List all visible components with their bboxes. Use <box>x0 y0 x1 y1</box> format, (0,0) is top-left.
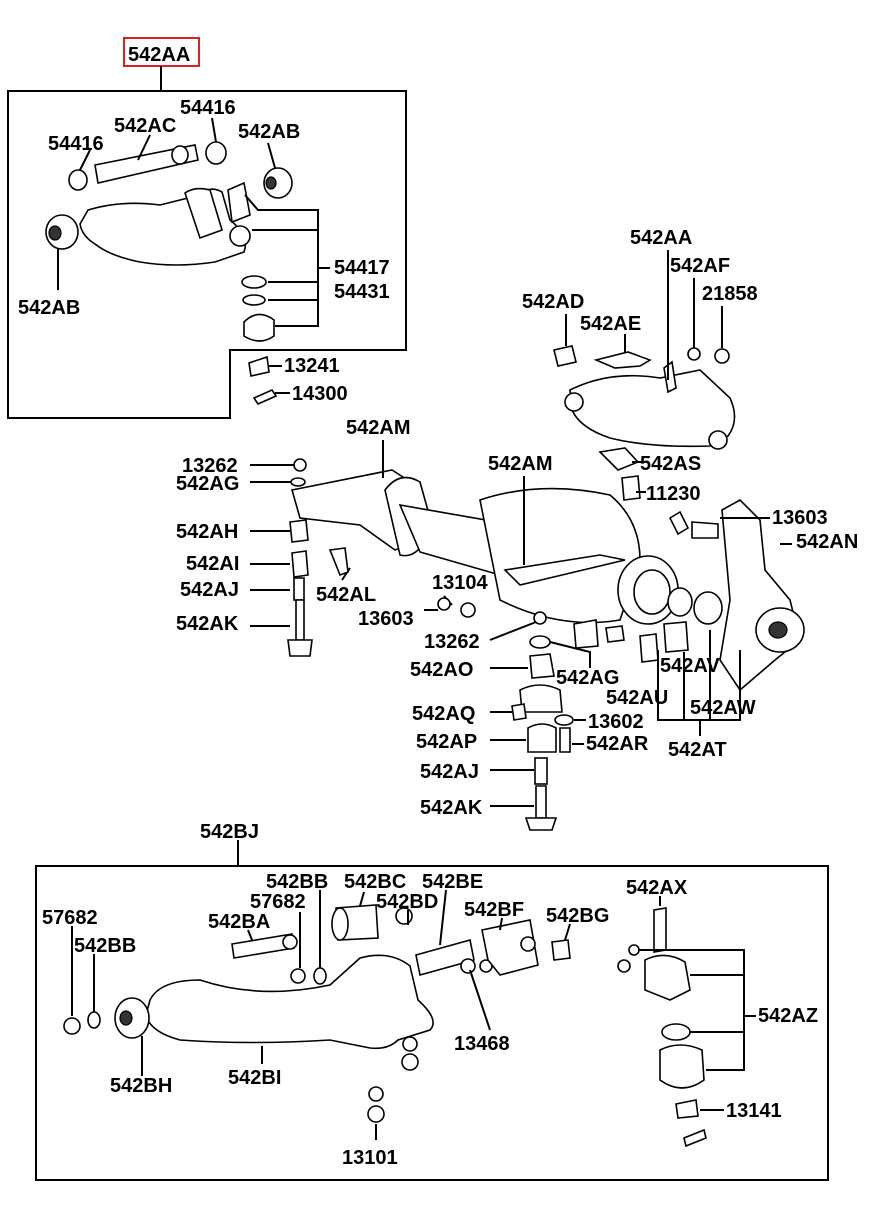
label-13603-left: 13603 <box>358 608 414 630</box>
label-542BG: 542BG <box>546 905 609 927</box>
title-label: 542AA <box>128 44 190 66</box>
label-542AH: 542AH <box>176 521 238 543</box>
label-542AJ-left: 542AJ <box>180 579 239 601</box>
label-542AC: 542AC <box>114 115 176 137</box>
label-542BH: 542BH <box>110 1075 172 1097</box>
label-542AM-center: 542AM <box>488 453 552 475</box>
label-542AM-left: 542AM <box>346 417 410 439</box>
label-542AG-center: 542AG <box>556 667 619 689</box>
label-13101: 13101 <box>342 1147 398 1169</box>
label-542AS: 542AS <box>640 453 701 475</box>
label-542AZ: 542AZ <box>758 1005 818 1027</box>
label-542AG-left: 542AG <box>176 473 239 495</box>
label-542BA: 542BA <box>208 911 270 933</box>
label-54417: 54417 <box>334 257 390 279</box>
lower-arm-group-box <box>35 865 829 1181</box>
label-542AE: 542AE <box>580 313 641 335</box>
label-542AB-left: 542AB <box>18 297 80 319</box>
upper-arm-installed <box>553 345 736 501</box>
label-542AB-top: 542AB <box>238 121 300 143</box>
label-57682-left: 57682 <box>42 907 98 929</box>
label-54431: 54431 <box>334 281 390 303</box>
lower-arm-assembly <box>63 904 707 1148</box>
label-542BF: 542BF <box>464 899 524 921</box>
label-13602: 13602 <box>588 711 644 733</box>
label-542AU: 542AU <box>606 687 668 709</box>
label-542AR: 542AR <box>586 733 649 755</box>
label-542BC: 542BC <box>344 871 406 893</box>
label-542AL: 542AL <box>316 584 376 606</box>
label-13468: 13468 <box>454 1033 510 1055</box>
label-542AW: 542AW <box>690 697 756 719</box>
label-542AD: 542AD <box>522 291 584 313</box>
label-14300: 14300 <box>292 383 348 405</box>
label-542AX: 542AX <box>626 877 688 899</box>
label-542AJ-center: 542AJ <box>420 761 479 783</box>
label-57682-top: 57682 <box>250 891 306 913</box>
label-542AV: 542AV <box>660 655 720 677</box>
label-542AF: 542AF <box>670 255 730 277</box>
label-542BB-left: 542BB <box>74 935 136 957</box>
label-11230: 11230 <box>646 483 701 505</box>
label-54416-right: 54416 <box>180 97 236 119</box>
label-542AT: 542AT <box>668 739 727 761</box>
label-13104: 13104 <box>432 572 488 594</box>
label-542BI: 542BI <box>228 1067 281 1089</box>
label-13141: 13141 <box>726 1100 782 1122</box>
label-21858: 21858 <box>702 283 758 305</box>
label-54416-left: 54416 <box>48 133 104 155</box>
label-542BJ: 542BJ <box>200 821 259 843</box>
label-542AO: 542AO <box>410 659 473 681</box>
label-13262-center: 13262 <box>424 631 480 653</box>
upper-arm-assembly <box>45 141 293 406</box>
label-542BE: 542BE <box>422 871 483 893</box>
label-13262-left: 13262 <box>182 455 238 477</box>
upper-arm-group-box <box>7 90 407 419</box>
label-542AA-right: 542AA <box>630 227 692 249</box>
label-542AP: 542AP <box>416 731 477 753</box>
label-13603-right: 13603 <box>772 507 828 529</box>
label-542AK-left: 542AK <box>176 613 239 635</box>
label-542AN: 542AN <box>796 531 858 553</box>
label-542BB-top: 542BB <box>266 871 328 893</box>
crossmember <box>290 469 805 692</box>
label-13241: 13241 <box>284 355 340 377</box>
label-542BD: 542BD <box>376 891 438 913</box>
label-542AI: 542AI <box>186 553 239 575</box>
label-542AQ: 542AQ <box>412 703 475 725</box>
label-542AK-center: 542AK <box>420 797 483 819</box>
